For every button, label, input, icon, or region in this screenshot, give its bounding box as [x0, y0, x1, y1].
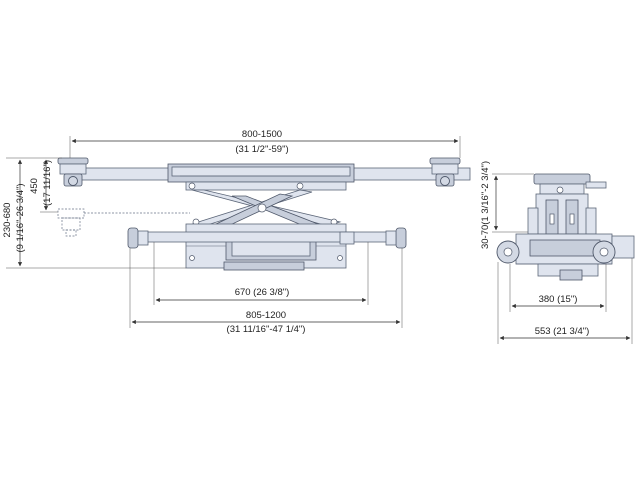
side-base	[515, 233, 635, 281]
arm-height-value: 450	[29, 178, 40, 194]
carriage-width-dimension: 670 (26 3/8")	[153, 242, 369, 305]
arm-span-imperial: (31 1/2"-59")	[235, 144, 288, 155]
left-lifting-pad	[57, 157, 89, 187]
front-view: 800-1500 (31 1/2"-59") 450 (17 11/16") 2…	[2, 129, 471, 335]
carriage-width-value: 670 (26 3/8")	[235, 287, 290, 298]
overall-length-value: 553 (21 3/4")	[535, 326, 590, 337]
lift-height-dimension: 230-680 (9 1/16"-26 3/4")	[2, 157, 186, 269]
side-view: 30-70(1 3/16"-2 3/4") 380 (15") 553 (21 …	[480, 161, 635, 344]
arm-height-dimension: 450 (17 11/16")	[29, 157, 62, 213]
side-rollers	[496, 240, 616, 264]
overall-length-dimension: 553 (21 3/4")	[497, 258, 633, 344]
lowered-pad-outline	[57, 208, 190, 237]
side-column	[527, 193, 597, 235]
wheel-base-dimension: 380 (15")	[509, 264, 607, 312]
side-saddle	[533, 173, 607, 195]
lift-height-value: 230-680	[2, 203, 13, 238]
lift-height-imperial: (9 1/16"-26 3/4")	[15, 183, 26, 252]
cross-rails	[127, 227, 407, 249]
wheel-base-value: 380 (15")	[539, 294, 578, 305]
track-width-imperial: (31 11/16"-47 1/4")	[227, 324, 306, 335]
pad-height-value: 30-70(1 3/16"-2 3/4")	[480, 161, 491, 249]
upper-bracket	[185, 181, 347, 191]
base-carriage	[185, 223, 347, 271]
right-lifting-pad	[429, 157, 461, 187]
pad-height-dimension: 30-70(1 3/16"-2 3/4")	[480, 161, 534, 249]
track-width-value: 805-1200	[246, 310, 286, 321]
arm-span-dimension: 800-1500 (31 1/2"-59")	[69, 129, 461, 158]
track-width-dimension: 805-1200 (31 11/16"-47 1/4")	[129, 248, 403, 335]
telescopic-arm	[69, 163, 471, 183]
scissor-mechanism	[191, 189, 342, 227]
arm-height-imperial: (17 11/16")	[42, 160, 53, 206]
arm-span-value: 800-1500	[242, 129, 282, 140]
